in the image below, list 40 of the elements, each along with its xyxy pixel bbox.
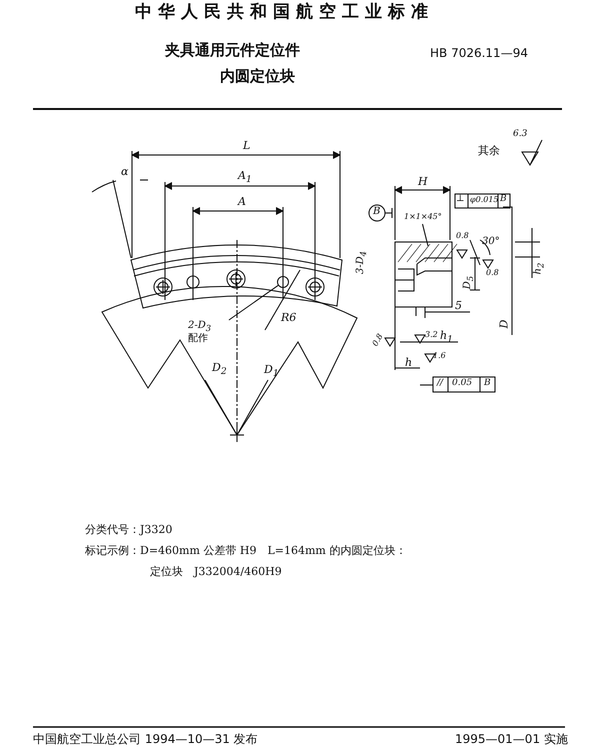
document-subtitle: 内圆定位块 <box>220 68 295 84</box>
document-title: 夹具通用元件定位件 <box>165 42 300 58</box>
tolerance-symbol: // <box>437 379 444 389</box>
tolerance-value: φ0.015 <box>470 196 499 205</box>
issue-date: 中国航空工业总公司 1994—10—31 发布 <box>33 733 258 746</box>
roughness-value: 6.3 <box>513 130 528 140</box>
leader-line <box>228 284 279 320</box>
tolerance-symbol: ⊥ <box>456 195 464 205</box>
roughness-value: 0.8 <box>371 332 386 348</box>
roughness-value: 0.8 <box>486 269 499 278</box>
marking-example: 标记示例：D=460mm 公差带 H9 L=164mm 的内圆定位块： <box>85 545 406 558</box>
note-text: 其余 <box>478 145 500 158</box>
marking-example-code: 定位块 J332004/460H9 <box>150 566 282 578</box>
leader-line <box>422 224 428 246</box>
header-text: 中华人民共和国航空工业标准 <box>135 3 434 22</box>
roughness-value: 3.2 <box>425 331 438 340</box>
dimension-label: h <box>405 357 412 370</box>
angle-label: 30° <box>482 236 500 247</box>
dimension-label: L <box>243 140 250 152</box>
diameter-label: D$_{1}$ <box>264 364 279 380</box>
dimension-label: H <box>418 176 428 188</box>
dimension-label: A$_{1}$ <box>238 170 252 186</box>
datum-label: B <box>484 379 491 389</box>
datum-label: B <box>373 206 380 217</box>
dimension-label: 5 <box>455 300 462 312</box>
roughness-value: 1.6 <box>433 352 446 361</box>
angle-label: α <box>121 166 128 178</box>
hole <box>277 276 289 288</box>
roughness-value: 0.8 <box>456 232 469 241</box>
classification-code: 分类代号：J3320 <box>85 524 172 536</box>
dimension-label: A <box>238 196 246 208</box>
note-text: 配作 <box>188 333 209 346</box>
radius-label: R6 <box>281 312 296 324</box>
datum-label: B <box>500 195 507 205</box>
diameter-label: D$_{2}$ <box>212 362 227 378</box>
standard-number: HB 7026.11—94 <box>430 47 528 60</box>
callout-label: 2-D$_{3}$ <box>188 320 212 333</box>
tolerance-value: 0.05 <box>452 379 472 389</box>
implementation-date: 1995—01—01 实施 <box>455 733 568 746</box>
dimension-label: D <box>498 320 510 328</box>
